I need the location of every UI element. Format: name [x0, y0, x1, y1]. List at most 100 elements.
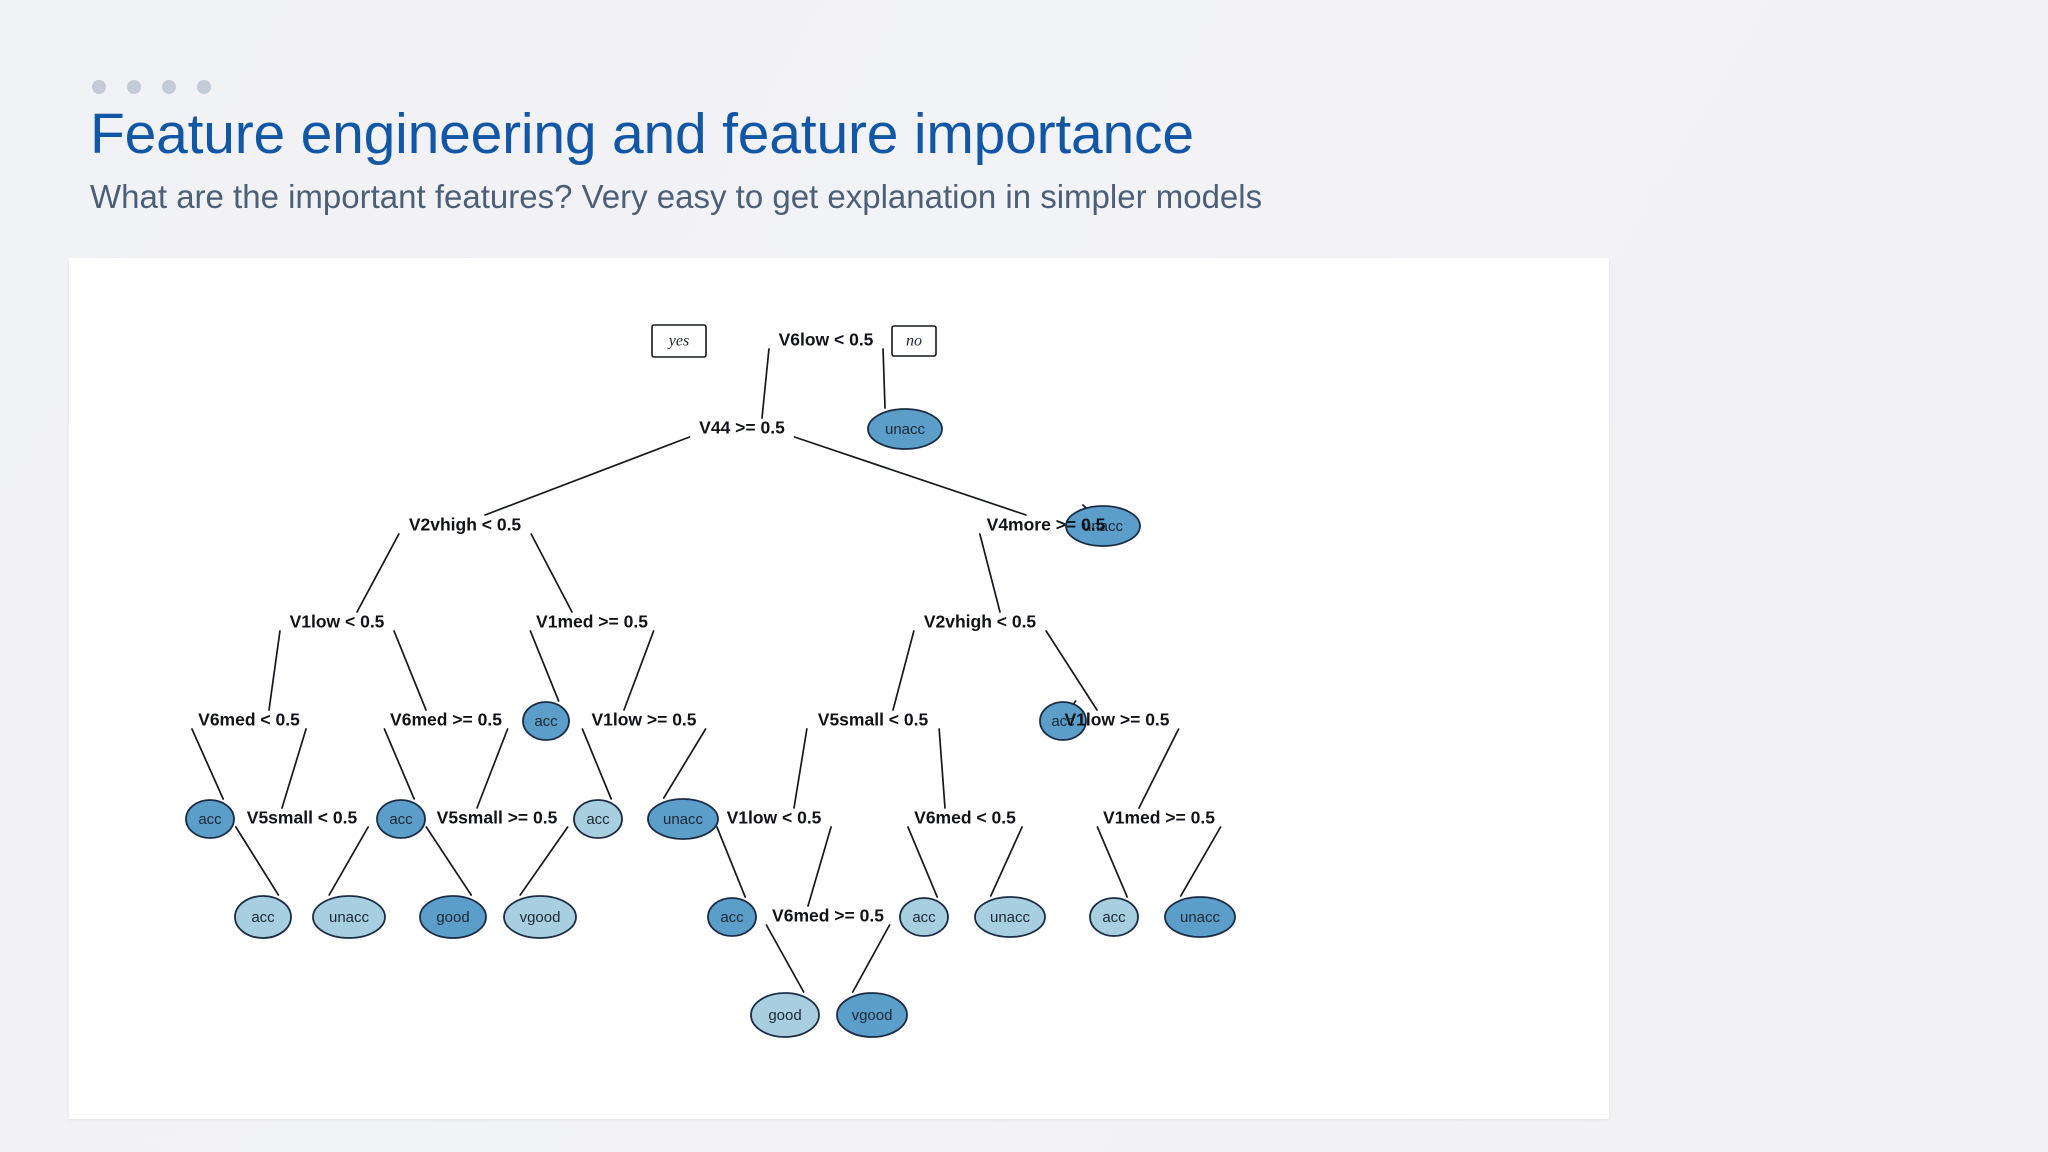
tree-leaf-node: unacc	[1164, 896, 1236, 938]
tree-edge-yes	[191, 728, 225, 800]
tree-edge-yes	[907, 826, 939, 898]
tree-split-label: V2vhigh < 0.5	[409, 515, 522, 535]
tree-edge-no	[328, 826, 369, 896]
tree-edge-yes	[765, 924, 805, 993]
tree-leaf-shape	[234, 895, 292, 939]
tree-edge-yes	[581, 728, 613, 800]
tree-leaf-shape	[522, 701, 570, 741]
tree-leaf-label: acc	[389, 811, 413, 828]
slide-dots	[92, 80, 211, 94]
tree-leaf-shape	[867, 408, 943, 450]
dot-2	[127, 80, 141, 94]
tree-leaf-node: acc	[522, 701, 570, 741]
tree-edge-no	[882, 348, 886, 409]
tree-edge-no	[393, 630, 427, 711]
tree-leaf-node: acc	[1089, 897, 1139, 937]
tree-edge-no	[519, 826, 569, 896]
tree-split-label: V6med < 0.5	[914, 808, 1016, 828]
tree-split-label: V6med >= 0.5	[772, 906, 884, 926]
tree-edge-no	[807, 826, 832, 907]
branch-legend-yes: yes	[651, 324, 707, 358]
tree-split-label: V1low >= 0.5	[591, 710, 696, 730]
tree-leaf-label: good	[768, 1007, 801, 1024]
tree-edge-no	[1179, 826, 1222, 897]
tree-split-label: V6med >= 0.5	[390, 710, 502, 730]
tree-leaf-shape	[503, 895, 577, 939]
tree-leaf-label: acc	[912, 909, 936, 926]
tree-edge-yes	[978, 533, 1001, 613]
tree-split-label: V6med < 0.5	[198, 710, 300, 730]
tree-leaf-node: unacc	[867, 408, 943, 450]
tree-leaf-node: acc	[376, 799, 426, 839]
tree-leaf-label: acc	[198, 811, 222, 828]
tree-edge-yes	[529, 630, 560, 702]
tree-leaf-node: unacc	[312, 895, 386, 939]
tree-split-label: V1med >= 0.5	[536, 612, 648, 632]
tree-leaf-label: unacc	[1180, 909, 1221, 926]
tree-leaf-label: unacc	[329, 909, 370, 926]
tree-split-label: V5small < 0.5	[818, 710, 929, 730]
tree-leaf-label: good	[436, 909, 469, 926]
tree-leaf-label: unacc	[1083, 518, 1124, 535]
tree-leaf-shape	[899, 897, 949, 937]
dot-4	[197, 80, 211, 94]
tree-leaf-shape	[647, 798, 719, 840]
tree-edge-yes	[235, 826, 280, 896]
tree-edge-no	[989, 826, 1023, 897]
tree-edge-no	[281, 728, 307, 809]
tree-edge-yes	[425, 826, 472, 896]
tree-leaf-label: unacc	[663, 811, 704, 828]
branch-legend-box	[891, 325, 937, 357]
tree-edge-yes	[761, 348, 770, 419]
tree-edge-yes	[268, 630, 281, 711]
tree-leaf-label: unacc	[990, 909, 1031, 926]
tree-leaf-node: acc	[573, 799, 623, 839]
tree-edge-yes	[793, 728, 808, 809]
tree-leaf-label: vgood	[520, 909, 561, 926]
tree-leaf-shape	[1065, 505, 1141, 547]
tree-leaf-node: unacc	[1065, 505, 1141, 547]
page-title: Feature engineering and feature importan…	[90, 102, 1194, 166]
tree-edge-no	[938, 728, 946, 809]
tree-leaf-node: acc	[234, 895, 292, 939]
tree-edge-no	[1045, 630, 1098, 711]
tree-leaf-node: vgood	[503, 895, 577, 939]
tree-leaf-shape	[573, 799, 623, 839]
tree-leaf-shape	[419, 895, 487, 939]
tree-split-label: V4more >= 0.5	[987, 515, 1106, 535]
tree-split-label: V6low < 0.5	[779, 330, 874, 350]
tree-edge-yes	[716, 826, 747, 898]
tree-edge-no	[851, 924, 891, 993]
tree-leaf-shape	[974, 896, 1046, 938]
tree-edge-no	[1138, 728, 1180, 809]
tree-leaf-node: acc	[899, 897, 949, 937]
tree-edge-no	[662, 728, 707, 799]
tree-leaf-shape	[185, 799, 235, 839]
tree-edge-no	[623, 630, 655, 711]
tree-leaf-shape	[312, 895, 386, 939]
tree-leaf-shape	[1039, 701, 1087, 741]
tree-edge-no	[476, 728, 509, 809]
tree-leaf-shape	[376, 799, 426, 839]
tree-leaf-node: unacc	[974, 896, 1046, 938]
tree-leaf-label: acc	[251, 909, 275, 926]
tree-edge-yes	[356, 533, 400, 613]
tree-leaf-node: acc	[185, 799, 235, 839]
tree-edge-no	[530, 533, 573, 613]
tree-leaf-node: acc	[707, 897, 757, 937]
tree-split-label: V1low >= 0.5	[1064, 710, 1169, 730]
tree-edge-yes	[383, 728, 416, 800]
tree-leaf-node: vgood	[836, 992, 908, 1038]
tree-split-label: V2vhigh < 0.5	[924, 612, 1037, 632]
tree-leaf-shape	[707, 897, 757, 937]
tree-leaf-shape	[1164, 896, 1236, 938]
tree-leaf-node: acc	[1039, 701, 1087, 741]
tree-leaf-label: acc	[1102, 909, 1126, 926]
tree-edge-yes	[1096, 826, 1129, 898]
tree-edge-yes	[892, 630, 915, 711]
tree-split-label: V5small < 0.5	[247, 808, 358, 828]
